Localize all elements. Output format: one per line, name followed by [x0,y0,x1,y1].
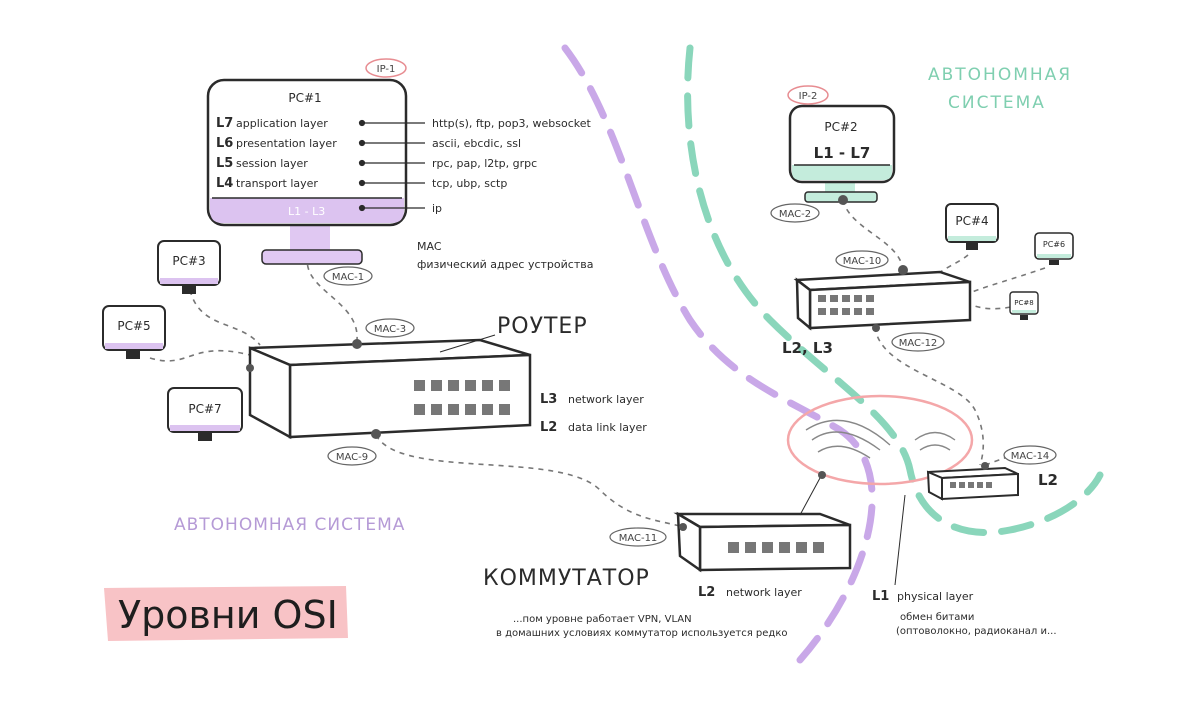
pc2-name: PC#2 [824,120,857,134]
switch-main-layer-code: L2 [698,585,715,600]
protocols-l7: http(s), ftp, pop3, websocket [432,117,592,130]
router-l2-code: L2 [540,420,557,435]
mac-9: MAC-9 [336,452,368,463]
switch-main-title: КОММУТАТОР [483,566,650,591]
as-green-line2: СИСТЕМА [948,93,1046,113]
mac-note-title: MAC [417,240,442,253]
title-badge [104,586,348,641]
switch-small-box [926,462,1019,501]
layer-code: L5 [216,156,233,171]
protocol-pointers [358,119,425,212]
physical-name: physical layer [897,590,974,603]
pc8-name: PC#8 [1014,299,1033,307]
switch-small-layer: L2 [1038,471,1058,489]
page-title: Уровни OSI [118,593,338,637]
mac-14: MAC-14 [1011,451,1050,462]
pc3-monitor [157,240,221,294]
router-l3-code: L3 [540,392,557,407]
pc6-name: PC#6 [1043,240,1065,249]
pc2-range: L1 - L7 [814,144,871,162]
layer-code: L7 [216,116,233,131]
physical-pointer [894,494,906,586]
as-purple-label: АВТОНОМНАЯ СИСТЕМА [174,515,405,535]
layer-name: application layer [236,117,328,130]
link-pc3-router [189,289,261,346]
link-router2-switch-small [874,326,985,466]
physical-code: L1 [872,589,889,604]
green-boundary-curve [684,44,1104,536]
protocols-l6: ascii, ebcdic, ssl [432,137,521,150]
pc7-name: PC#7 [188,402,221,416]
pc4-name: PC#4 [955,214,988,228]
link-pc5-router [149,350,251,362]
pc5-monitor [102,305,166,359]
link-pc1-router [306,254,358,341]
pc2-ip: IP-2 [799,91,818,102]
layer-code: L6 [216,136,233,151]
layer-name: session layer [236,157,308,170]
pc1-ip-badge [365,58,407,78]
mac-12: MAC-12 [899,338,938,349]
mac-2: MAC-2 [779,209,811,220]
switch-main-note2: в домашних условиях коммутатор используе… [496,628,788,639]
mac-1: MAC-1 [332,272,364,283]
pc1-ip: IP-1 [377,64,396,75]
mac-badges: MAC-1 MAC-3 MAC-9 MAC-11 MAC-2 MAC-10 MA… [323,203,1057,547]
wireless-antenna-dot [818,471,826,479]
switch-main-note1: ...пом уровне работает VPN, VLAN [513,614,692,625]
mac-3: MAC-3 [374,324,406,335]
layer-name: transport layer [236,177,318,190]
protocols-l5: rpc, pap, l2tp, grpc [432,157,537,170]
pc2-ip-badge [787,85,829,105]
pc6-monitor [1034,232,1074,265]
mac-11: MAC-11 [619,533,658,544]
protocols-l4: tcp, ubp, sctp [432,177,507,190]
mac-10: MAC-10 [843,256,882,267]
pc1-name: PC#1 [288,91,321,105]
switch-main-layer-name: network layer [726,586,802,599]
mac-note-desc: физический адрес устройства [417,258,593,271]
physical-note1: обмен битами [900,612,974,623]
physical-note2: (оптоволокно, радиоканал и... [896,626,1057,637]
pc8-monitor [1009,291,1039,320]
router2-box [793,265,972,332]
layer-name: presentation layer [236,137,337,150]
router-l2-name: data link layer [568,421,647,434]
switch-main-box [673,477,852,573]
router-box [246,334,532,440]
wireless-zone-oval [786,394,974,486]
protocols-ip: ip [432,202,442,215]
router2-layers: L2, L3 [782,339,833,357]
purple-boundary-curve [561,44,876,664]
pc2-monitor [788,104,896,205]
router-l3-name: network layer [568,393,644,406]
pc7-monitor [167,387,243,441]
pc1-l1l3: L1 - L3 [288,205,325,218]
pc1-monitor [206,78,408,265]
pc5-name: PC#5 [117,319,150,333]
as-green-line1: АВТОНОМНАЯ [928,65,1072,85]
pc3-name: PC#3 [172,254,205,268]
pc4-monitor [945,203,999,250]
pc1-layer-rows: L7 application layer L6 presentation lay… [216,116,337,218]
link-pc6-router2 [971,267,1046,293]
layer-code: L4 [216,176,233,191]
link-router-switch [375,434,684,528]
wireless-signal-icon [805,419,956,459]
router-title: РОУТЕР [497,314,588,339]
